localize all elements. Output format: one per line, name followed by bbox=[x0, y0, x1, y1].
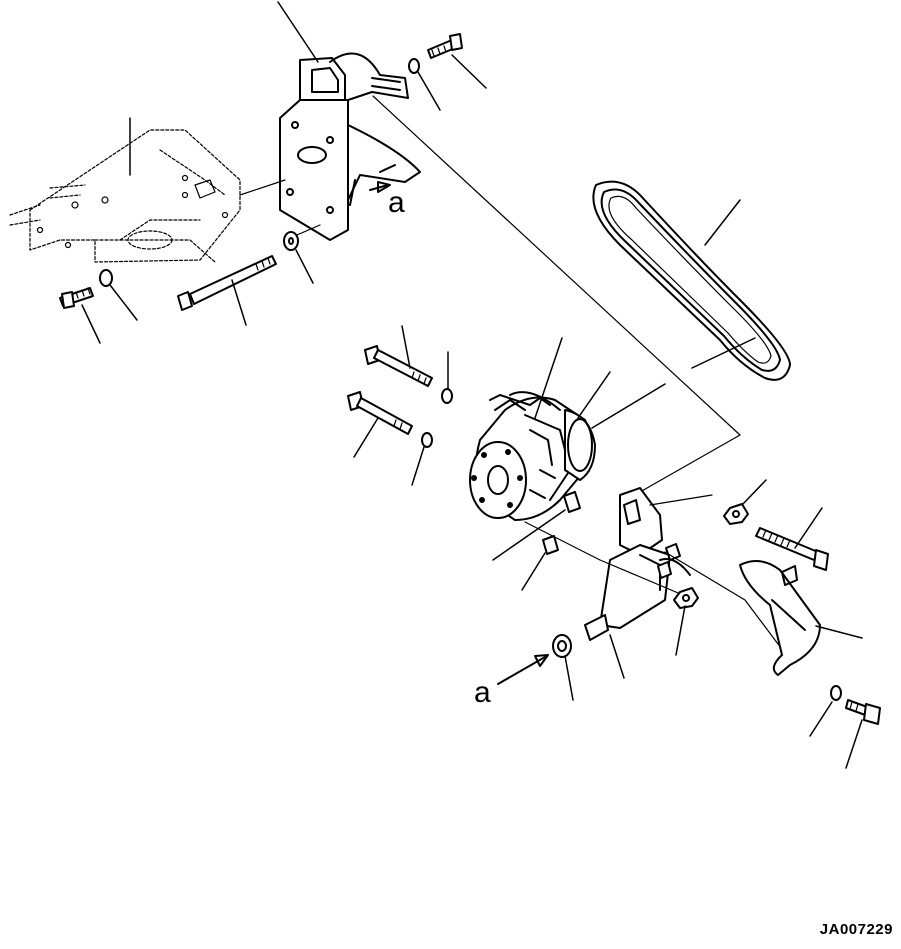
long-mount-bolt bbox=[177, 255, 277, 311]
compressor-washer-upper bbox=[441, 388, 453, 404]
view-marker-a-lower: a bbox=[474, 676, 491, 709]
assembly-line-bracket-cover bbox=[664, 551, 791, 661]
upper-bracket bbox=[279, 52, 421, 241]
leader-compressor-clutch bbox=[577, 371, 611, 419]
leader-frame-washer-left bbox=[109, 284, 138, 321]
adjust-bolt-right bbox=[755, 527, 829, 571]
upper-right-washer bbox=[408, 58, 420, 74]
leader-v-belt-lower bbox=[691, 337, 756, 369]
ac-compressor bbox=[469, 391, 596, 521]
leader-compressor-top bbox=[534, 337, 563, 419]
spacer-collar-1 bbox=[563, 491, 581, 513]
leader-flat-washer-center bbox=[295, 249, 314, 284]
assembly-line-upper-lower-bracket bbox=[372, 95, 741, 493]
leader-frame-bolt-left bbox=[81, 304, 101, 344]
assembly-line-bracket-belt bbox=[649, 494, 713, 506]
leader-spacer-collar-2 bbox=[521, 552, 546, 591]
flat-washer-center bbox=[283, 231, 299, 251]
leader-upper-right-bolt bbox=[451, 54, 487, 89]
compressor-washer-lower bbox=[421, 432, 433, 448]
assembly-line-compressor-bracket bbox=[524, 521, 691, 599]
nut-lower-bracket bbox=[673, 587, 699, 609]
frame-washer-left bbox=[99, 269, 113, 287]
cover-washer bbox=[830, 685, 842, 701]
leader-compressor-bolt-lower bbox=[353, 417, 379, 458]
leader-compressor-pulley bbox=[591, 383, 666, 429]
belt-cover bbox=[739, 560, 821, 676]
engine-mount-frame bbox=[9, 129, 241, 263]
leader-long-mount-bolt bbox=[231, 279, 247, 326]
leader-compressor-washer-lower bbox=[411, 446, 425, 486]
leader-lower-bracket bbox=[609, 634, 625, 679]
leader-upper-right-washer bbox=[417, 71, 441, 111]
view-marker-a-upper: a bbox=[388, 186, 405, 219]
leader-compressor-bolt-upper bbox=[401, 325, 411, 369]
compressor-bolt-upper bbox=[364, 345, 433, 387]
leader-spacer-collar-1 bbox=[492, 509, 566, 561]
leader-belt-cover bbox=[815, 625, 863, 639]
leader-cover-bolt bbox=[845, 719, 863, 769]
flange-nut-bottom bbox=[552, 634, 572, 658]
frame-bolt-left bbox=[59, 287, 94, 309]
leader-upper-bracket bbox=[277, 1, 319, 63]
leader-cover-washer bbox=[809, 701, 833, 737]
lower-bracket bbox=[584, 487, 691, 641]
leader-v-belt-upper bbox=[704, 199, 741, 246]
leader-nut-lower-bracket bbox=[675, 605, 686, 656]
upper-right-bolt bbox=[427, 33, 463, 59]
nut-right-upper bbox=[723, 503, 749, 525]
spacer-collar-2 bbox=[542, 535, 559, 555]
cover-bolt bbox=[845, 699, 881, 725]
compressor-bolt-lower bbox=[347, 391, 413, 435]
v-belt bbox=[592, 180, 791, 381]
leader-adjust-bolt-right bbox=[794, 507, 823, 549]
drawing-number: JA007229 bbox=[819, 921, 893, 938]
leader-nut-right-upper bbox=[741, 479, 767, 506]
assembly-line-bracket-frame bbox=[239, 179, 286, 196]
leader-flange-nut-bottom bbox=[564, 655, 574, 701]
